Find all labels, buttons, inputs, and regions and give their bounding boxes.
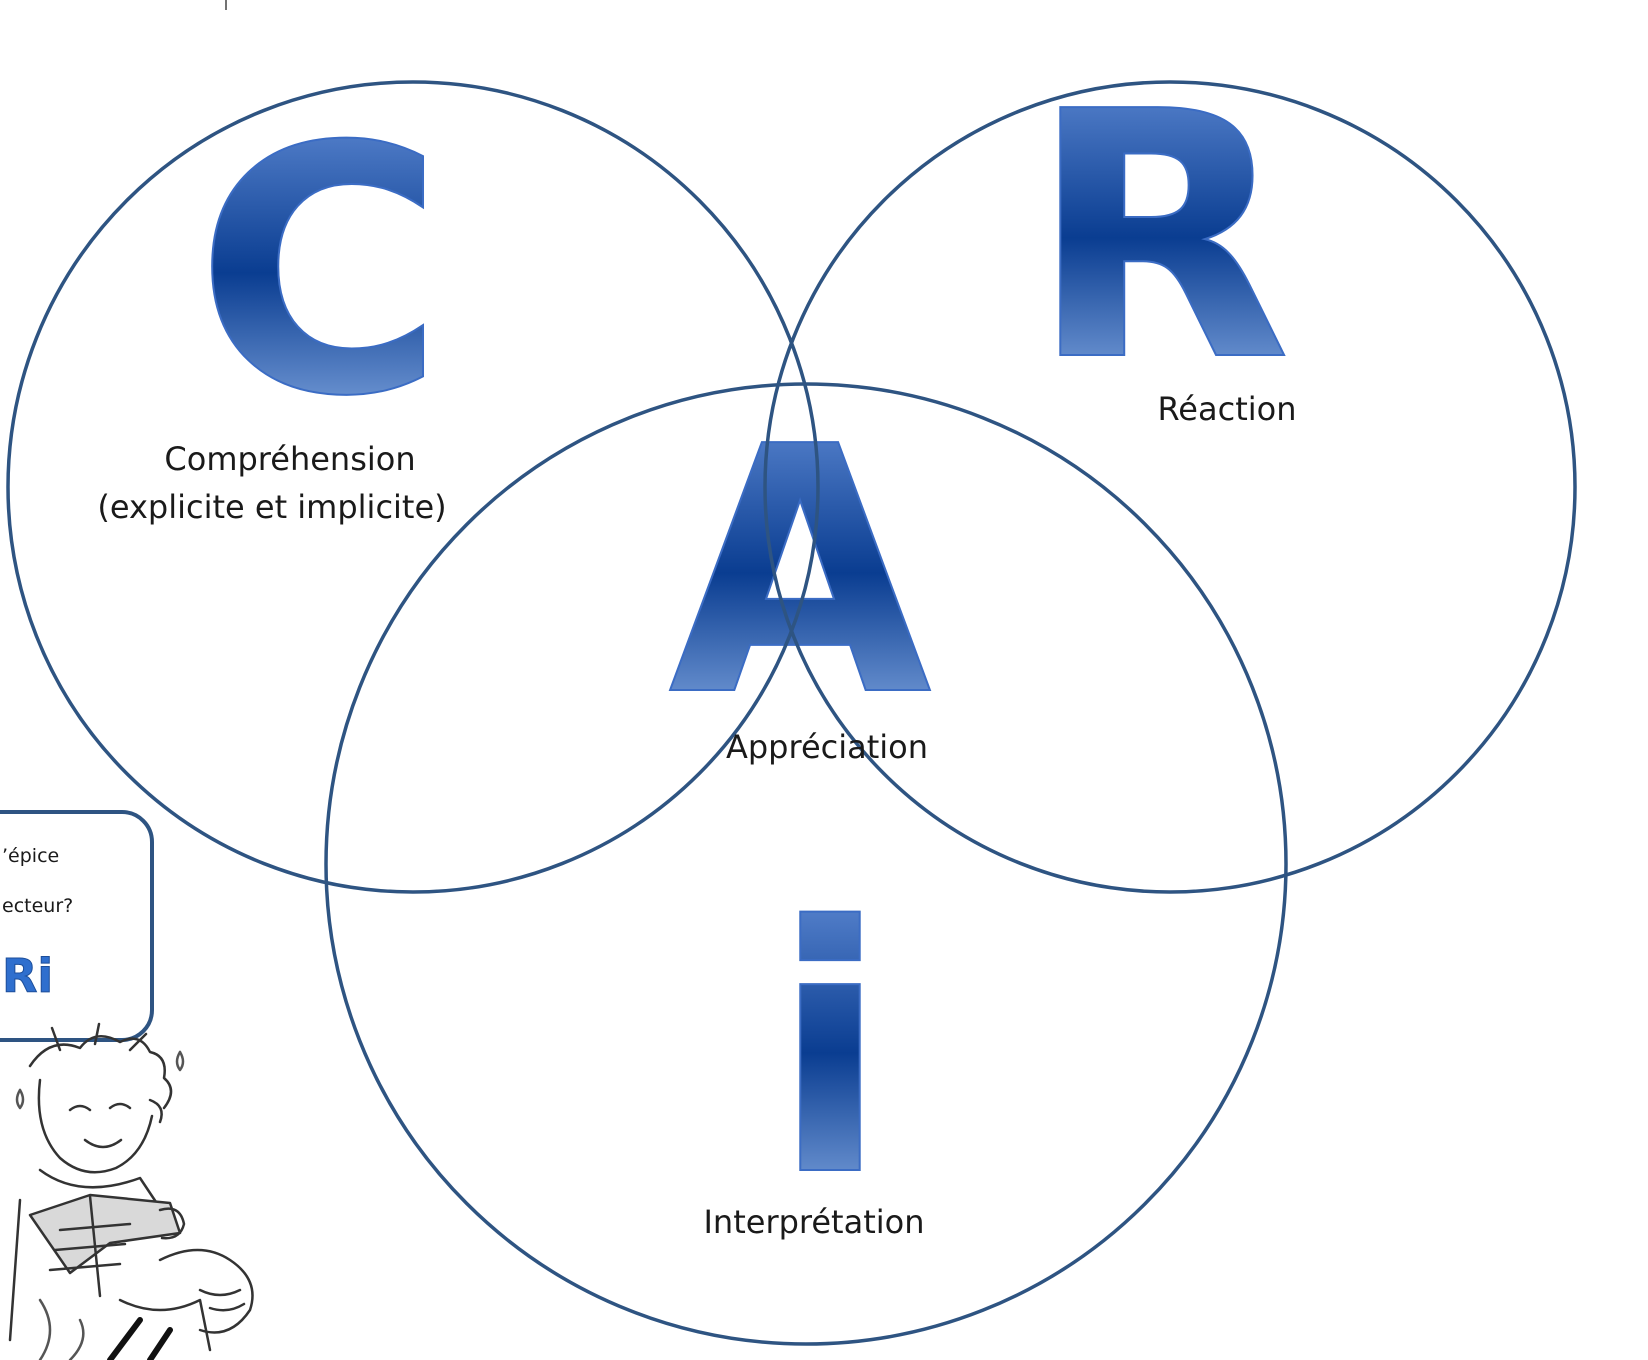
caption-appreciation: Appréciation [726,728,928,766]
side-box-logo: Ri [2,949,53,1003]
boy-reading-book-icon [8,1022,254,1360]
letter-a: A [668,375,934,771]
letter-c: C [195,75,445,471]
circle-reaction [763,80,1577,894]
caption-comprehension-line1: Compréhension [164,440,415,478]
caption-comprehension-line2: (explicite et implicite) [97,488,446,526]
side-box-line1: ’épice [2,845,59,867]
circle-comprehension [6,80,820,894]
side-box: ’épice ecteur? Ri [0,810,154,1042]
caption-reaction: Réaction [1158,390,1297,428]
letter-i: i [772,855,889,1251]
circle-interpretation [324,382,1288,1346]
caption-interpretation: Interprétation [703,1203,924,1241]
side-box-line2: ecteur? [2,895,73,917]
letter-r: R [1029,40,1291,436]
